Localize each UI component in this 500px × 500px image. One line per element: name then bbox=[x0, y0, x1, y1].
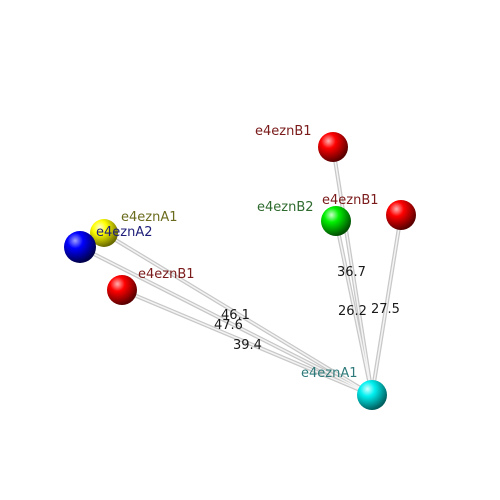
distance-label-hub-b2: 36.7 bbox=[337, 265, 366, 280]
bond-hub-b1-top-highlight bbox=[332, 146, 373, 396]
distance-label-hub-b1-right: 27.5 bbox=[371, 302, 400, 317]
atom-label-a1: e4eznA1 bbox=[121, 210, 178, 225]
bond-hub-b1-right-highlight bbox=[371, 214, 402, 396]
atom-a1[interactable] bbox=[90, 219, 118, 247]
distance-label-hub-a2: 47.6 bbox=[214, 318, 243, 333]
atom-a2[interactable] bbox=[64, 231, 96, 263]
atom-hub[interactable] bbox=[357, 380, 387, 410]
atom-b2[interactable] bbox=[321, 206, 351, 236]
atom-b1-right[interactable] bbox=[386, 200, 416, 230]
atom-label-b1-left: e4eznB1 bbox=[138, 267, 195, 282]
atom-label-b1-top: e4eznB1 bbox=[255, 124, 312, 139]
distance-label-hub-a1: 46.1 bbox=[221, 308, 250, 323]
bond-hub-a2-highlight bbox=[79, 246, 373, 396]
atom-label-b2: e4eznB2 bbox=[257, 200, 314, 215]
bond-hub-a1-highlight bbox=[103, 232, 373, 396]
atom-b1-left[interactable] bbox=[107, 275, 137, 305]
distance-label-hub-b1-top: 26.2 bbox=[338, 304, 367, 319]
bond-hub-b2-highlight bbox=[335, 220, 373, 396]
distance-label-hub-b1-left: 39.4 bbox=[233, 338, 262, 353]
atom-label-hub: e4eznA1 bbox=[301, 366, 358, 381]
atom-b1-top[interactable] bbox=[318, 132, 348, 162]
bond-hub-b1-left-highlight bbox=[121, 289, 373, 396]
atom-label-a2: e4eznA2 bbox=[96, 225, 153, 240]
atom-label-b1-right: e4eznB1 bbox=[322, 193, 379, 208]
distance-lines-inner bbox=[79, 146, 402, 396]
